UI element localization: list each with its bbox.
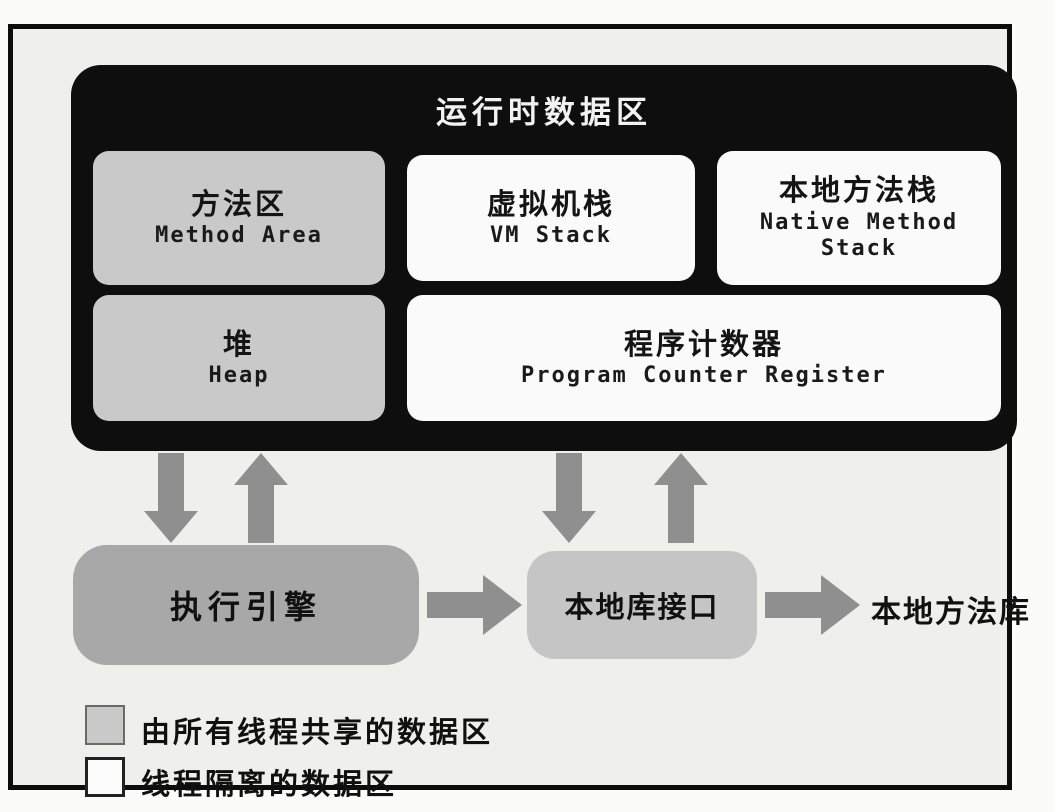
native-method-stack-label-zh: 本地方法栈 (778, 175, 939, 208)
vm-stack-label-zh: 虚拟机栈 (486, 188, 615, 221)
legend-isolated-swatch (85, 757, 125, 797)
heap-label-zh: 堆 (222, 328, 255, 361)
heap-box: 堆 Heap (93, 295, 385, 421)
native-method-stack-label-en: Native Method Stack (759, 209, 959, 262)
method-area-label-zh: 方法区 (190, 188, 287, 221)
runtime-data-area-title: 运行时数据区 (436, 95, 652, 130)
vm-stack-label-en: VM Stack (490, 222, 612, 248)
heap-label-en: Heap (208, 362, 270, 388)
method-area-box: 方法区 Method Area (93, 151, 385, 285)
diagram-frame: 运行时数据区 方法区 Method Area 虚拟机栈 VM Stack 本地方… (8, 24, 1029, 801)
native-library-label: 本地方法库 (871, 596, 1031, 629)
native-method-stack-box: 本地方法栈 Native Method Stack (717, 151, 1001, 285)
up-arrow (234, 453, 288, 543)
legend-shared-swatch (85, 705, 125, 745)
method-area-label-en: Method Area (155, 222, 323, 248)
down-arrow (144, 453, 198, 543)
program-counter-label-en: Program Counter Register (521, 362, 887, 388)
program-counter-box: 程序计数器 Program Counter Register (407, 295, 1001, 421)
right-arrow (765, 575, 860, 635)
right-arrow (427, 575, 522, 635)
up-arrow (654, 453, 708, 543)
vm-stack-box: 虚拟机栈 VM Stack (407, 155, 695, 281)
legend-isolated-label: 线程隔离的数据区 (141, 769, 398, 801)
execution-engine-box: 执行引擎 (73, 545, 419, 665)
program-counter-label-zh: 程序计数器 (623, 328, 784, 361)
legend-shared-label: 由所有线程共享的数据区 (141, 717, 494, 749)
down-arrow (542, 453, 596, 543)
native-interface-box: 本地库接口 (527, 551, 757, 659)
